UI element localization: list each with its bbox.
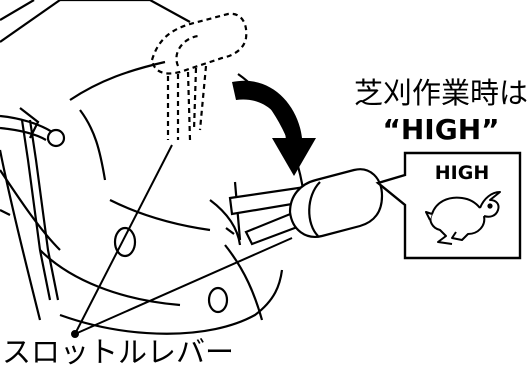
motion-arrow <box>232 80 316 176</box>
callout-line2: “HIGH” <box>382 113 499 146</box>
badge-label: HIGH <box>435 162 489 184</box>
lever-high-position <box>225 168 384 246</box>
throttle-cable <box>0 107 66 321</box>
rabbit-icon <box>425 191 501 245</box>
high-badge: HIGH <box>375 151 522 260</box>
lever-previous-position <box>150 12 248 141</box>
lever-label: スロットルレバー <box>2 335 234 369</box>
lever-leader-lines <box>71 144 293 338</box>
callout-line1: 芝刈作業時は <box>354 76 528 110</box>
